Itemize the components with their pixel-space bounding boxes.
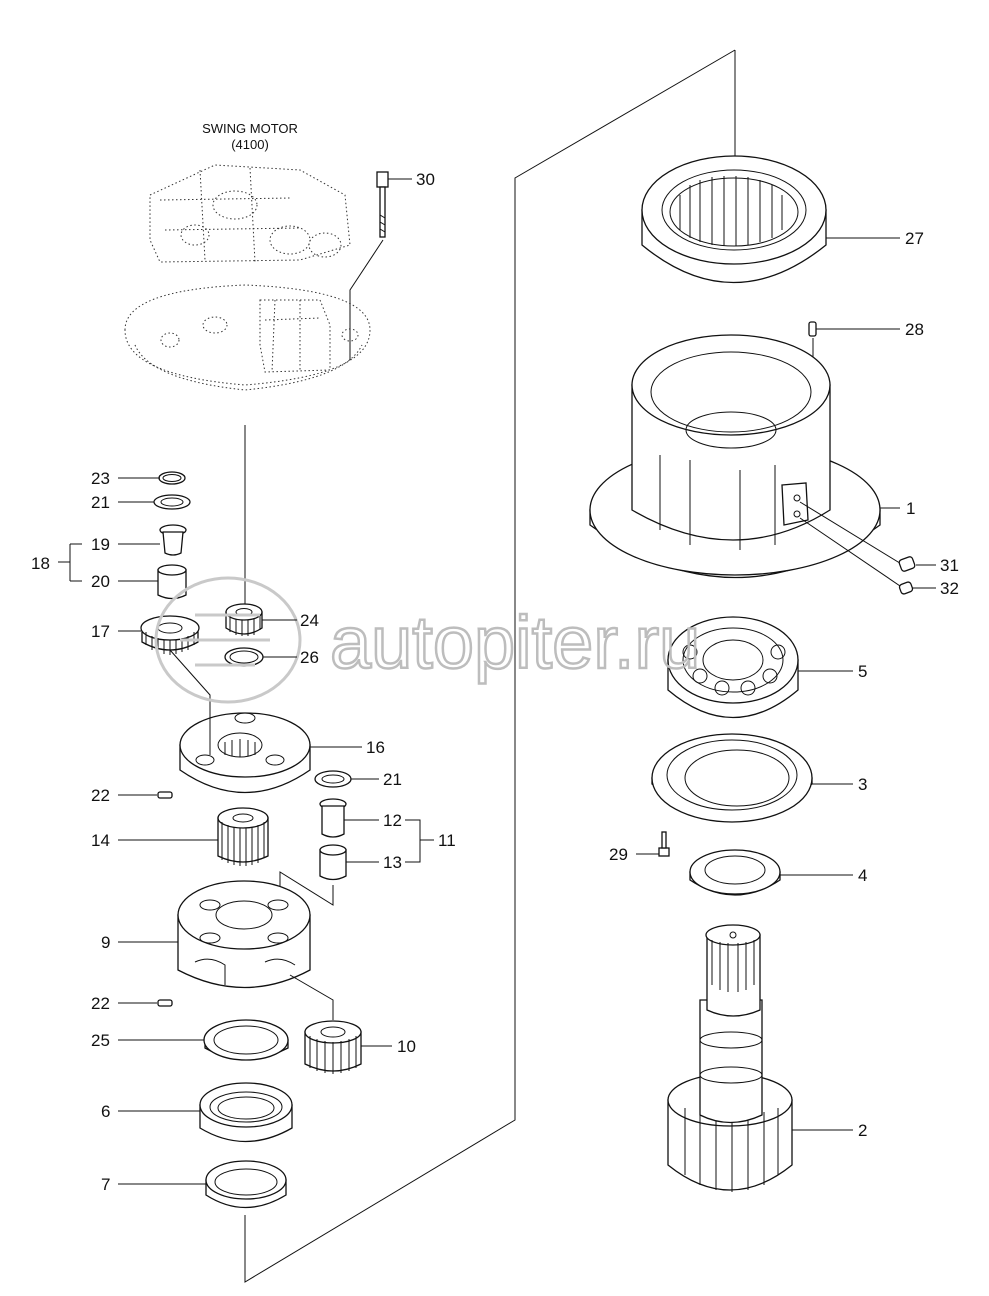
thrust-plate-25 — [203, 1019, 289, 1061]
pin-12 — [319, 798, 347, 838]
callout-12: 12 — [383, 811, 402, 830]
pinion-shaft-2 — [667, 924, 793, 1192]
title-line-1: SWING MOTOR — [202, 121, 298, 136]
callout-16: 16 — [366, 738, 385, 757]
bolt-line — [349, 239, 384, 360]
callout-31: 31 — [940, 556, 959, 575]
watermark-text: autopiter.ru — [330, 601, 700, 684]
callout-4: 4 — [858, 866, 867, 885]
callout-25: 25 — [91, 1031, 110, 1050]
callout-22-bottom: 22 — [91, 994, 110, 1013]
washer-21-top — [153, 494, 191, 510]
callout-2: 2 — [858, 1121, 867, 1140]
callout-30: 30 — [416, 170, 435, 189]
bolt-29 — [658, 831, 670, 857]
ring-7 — [205, 1160, 287, 1209]
callout-7: 7 — [101, 1175, 110, 1194]
bushing-20 — [157, 564, 187, 600]
callout-numbers: 30 23 21 19 18 20 17 24 26 16 22 21 12 1… — [31, 170, 959, 1194]
ring-gear-27 — [641, 155, 827, 283]
gear-24 — [225, 603, 263, 636]
pin-28 — [808, 321, 817, 337]
callout-13: 13 — [383, 853, 402, 872]
title-line-2: (4100) — [231, 137, 269, 152]
housing-1 — [589, 334, 881, 579]
callout-14: 14 — [91, 831, 110, 850]
bushing-13 — [319, 844, 347, 881]
callout-10: 10 — [397, 1037, 416, 1056]
bolt-30 — [376, 171, 389, 238]
callout-18: 18 — [31, 554, 50, 573]
callout-24: 24 — [300, 611, 319, 630]
pin-22-top — [157, 791, 173, 799]
washer-21-mid — [314, 770, 352, 788]
set-screw-32 — [898, 581, 914, 595]
swing-motor-ghost — [124, 164, 371, 391]
seal-4 — [689, 849, 781, 896]
cover-3 — [651, 733, 813, 823]
gear-14 — [217, 807, 269, 866]
callout-9: 9 — [101, 933, 110, 952]
ring-26 — [224, 647, 264, 667]
gear-17 — [140, 615, 200, 655]
callout-17: 17 — [91, 622, 110, 641]
set-screw-lines — [799, 501, 904, 589]
gear-10 — [304, 1020, 362, 1074]
callout-11: 11 — [438, 831, 456, 850]
callout-1: 1 — [906, 499, 915, 518]
callout-6: 6 — [101, 1102, 110, 1121]
callout-21-mid: 21 — [383, 770, 402, 789]
callout-27: 27 — [905, 229, 924, 248]
bearing-6 — [199, 1082, 293, 1143]
callout-21-top: 21 — [91, 493, 110, 512]
leader-lines — [58, 178, 936, 1185]
watermark: autopiter.ru — [154, 576, 702, 704]
snap-ring-23 — [158, 471, 186, 485]
callout-19: 19 — [91, 535, 110, 554]
pin-19 — [159, 524, 187, 556]
carrier-9 — [177, 880, 311, 989]
callout-5: 5 — [858, 662, 867, 681]
callout-28: 28 — [905, 320, 924, 339]
carrier-to-gear10-line — [289, 974, 334, 1020]
gear17-line — [169, 649, 211, 755]
bearing-5 — [667, 616, 799, 718]
carrier-16 — [179, 712, 311, 794]
set-screw-31 — [898, 556, 916, 572]
callout-22-top: 22 — [91, 786, 110, 805]
pin-22-bottom — [157, 999, 173, 1007]
callout-23: 23 — [91, 469, 110, 488]
callout-20: 20 — [91, 572, 110, 591]
callout-26: 26 — [300, 648, 319, 667]
callout-3: 3 — [858, 775, 867, 794]
assembly-line-main — [244, 49, 736, 1283]
callout-29: 29 — [609, 845, 628, 864]
callout-32: 32 — [940, 579, 959, 598]
